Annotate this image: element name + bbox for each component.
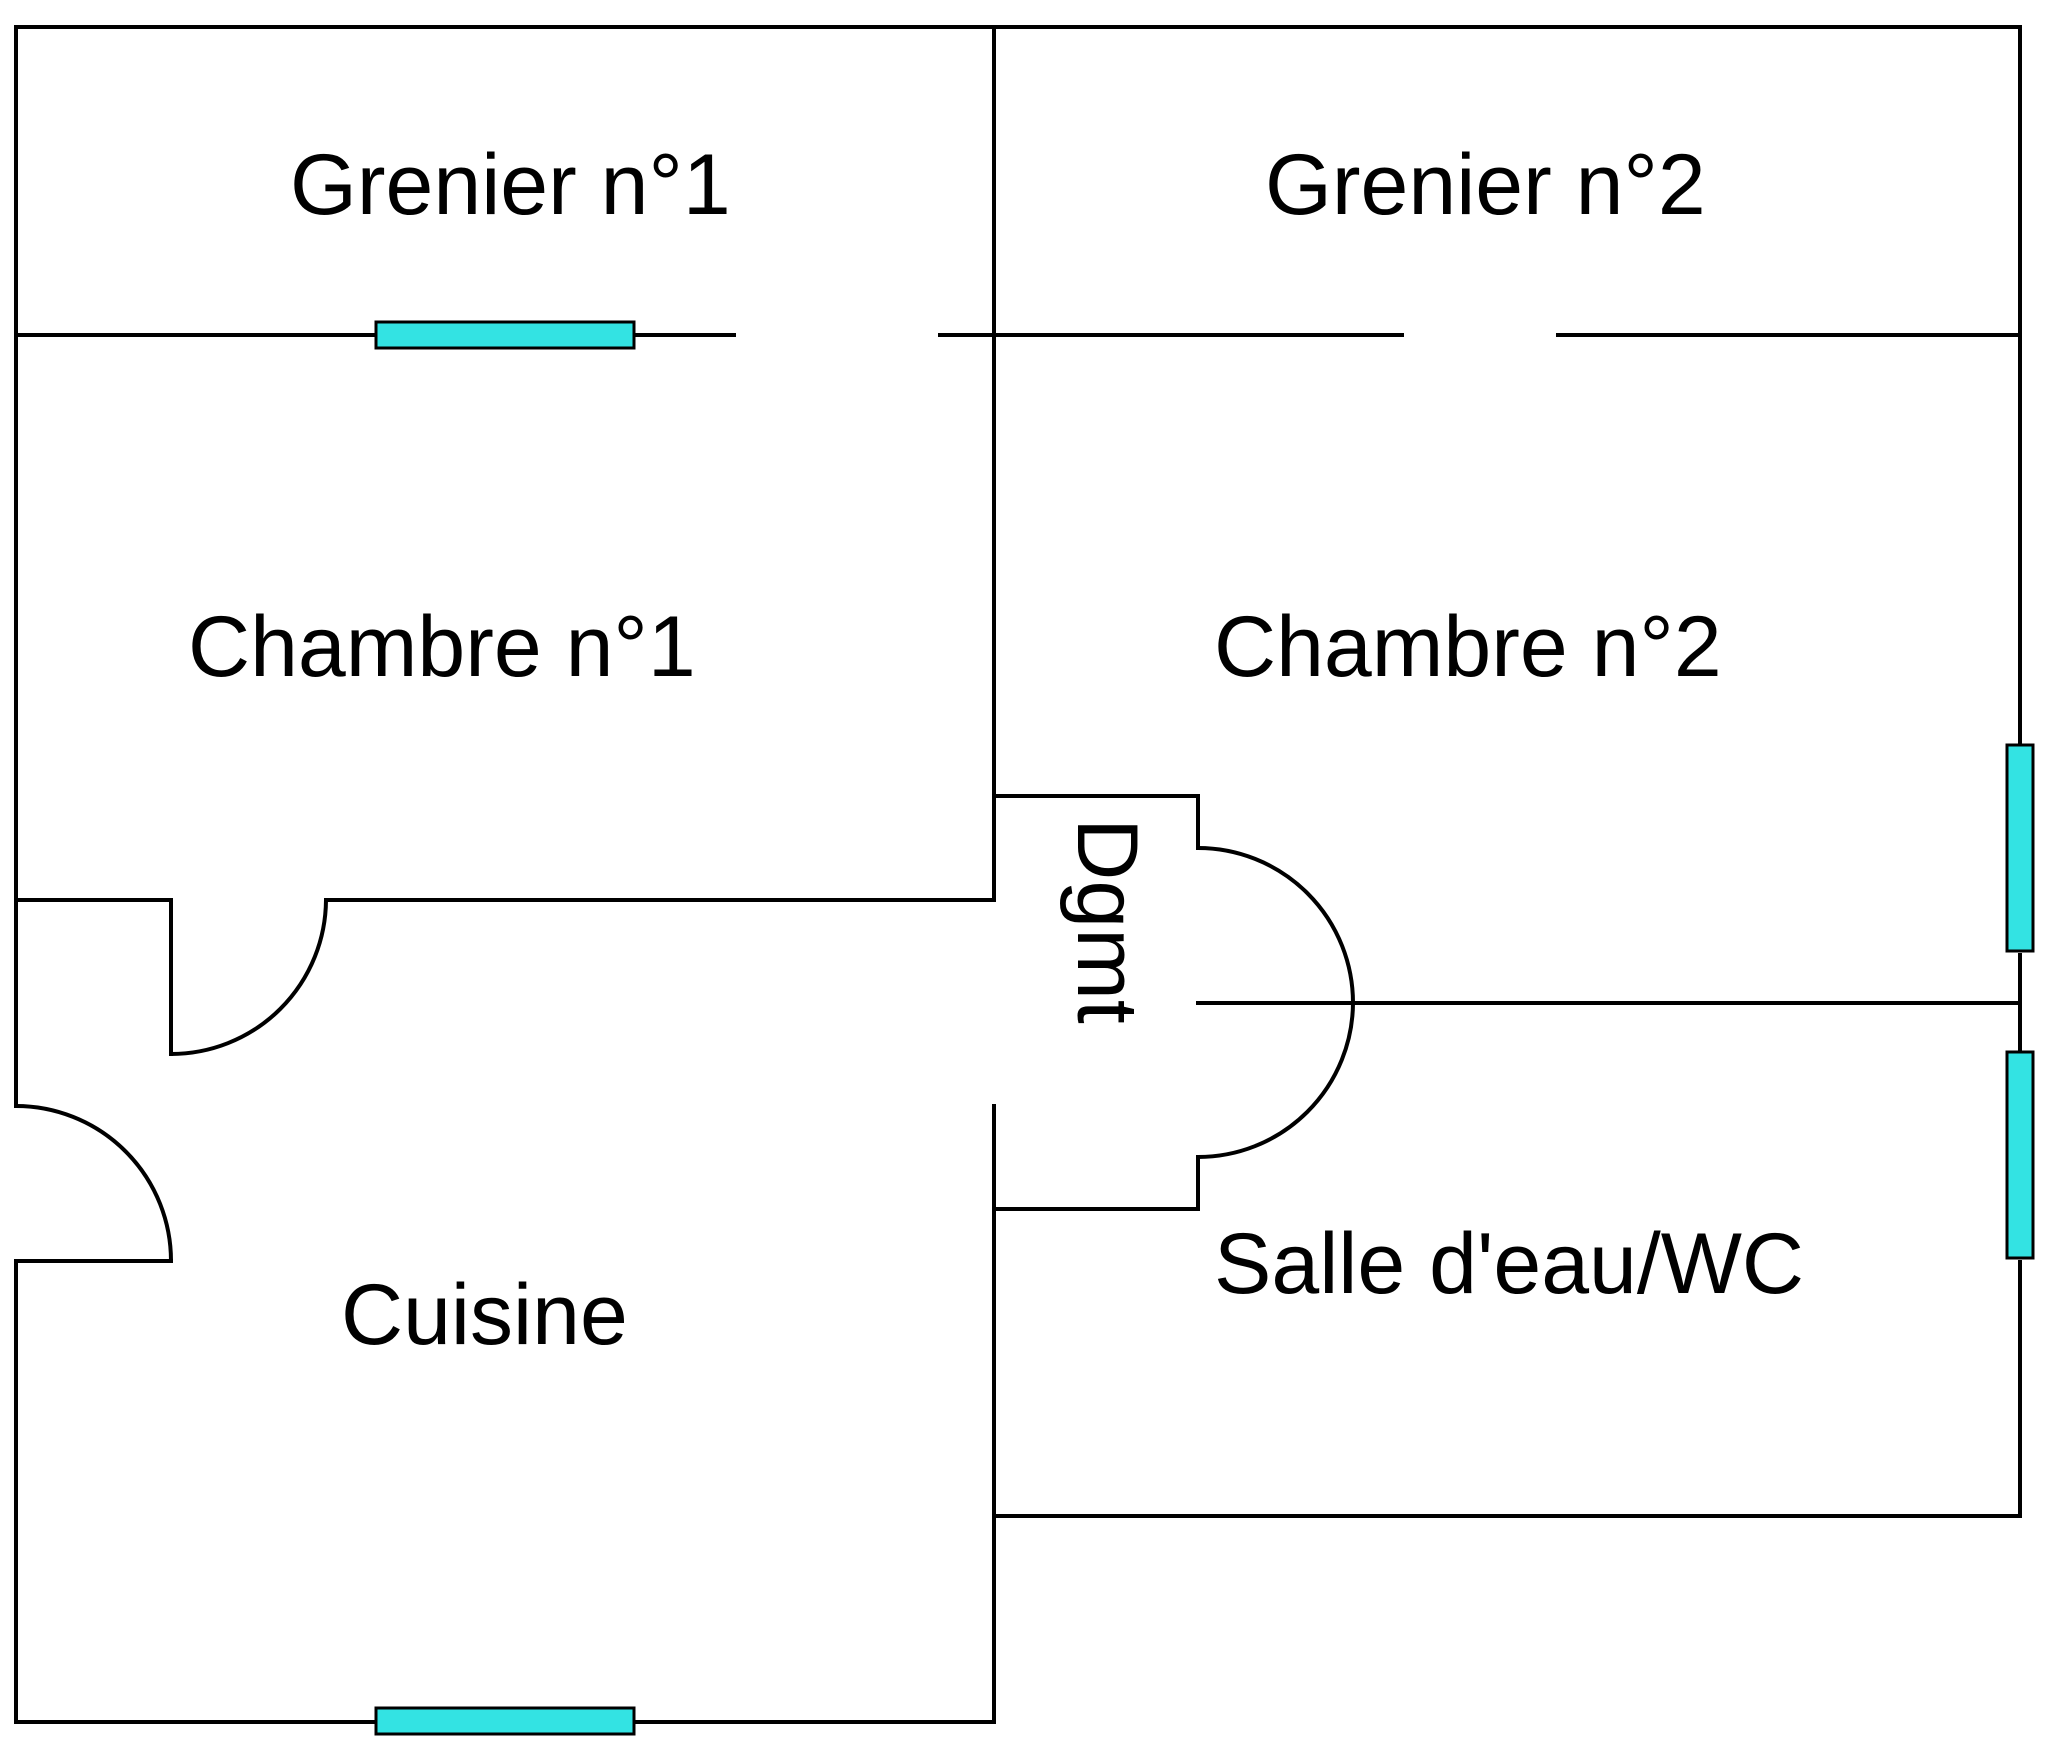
door-arc-chambre1 (170, 899, 328, 1056)
door-arc-entrance (15, 1104, 173, 1262)
window-cuisine (374, 1706, 636, 1736)
room-label-grenier-2: Grenier n°2 (1265, 137, 1706, 233)
window-salle-eau (2005, 1050, 2035, 1260)
room-label-cuisine: Cuisine (341, 1267, 628, 1363)
interior-walls (14, 25, 2022, 1518)
room-label-dgmt: Dgmt (1059, 818, 1155, 1024)
room-labels: Grenier n°1 Grenier n°2 Chambre n°1 Cham… (188, 137, 1804, 1363)
room-label-chambre-2: Chambre n°2 (1214, 599, 1722, 695)
door-swings (15, 846, 1355, 1262)
windows (374, 320, 2035, 1736)
room-label-chambre-1: Chambre n°1 (188, 599, 696, 695)
door-arc-chambre2 (1197, 846, 1355, 1004)
room-label-grenier-1: Grenier n°1 (290, 137, 731, 233)
window-chambre2 (2005, 743, 2035, 953)
door-arc-salle-eau (1197, 1002, 1355, 1159)
window-chambre1 (374, 320, 636, 350)
outer-walls (14, 25, 2022, 1724)
room-label-salle-eau: Salle d'eau/WC (1214, 1216, 1804, 1312)
